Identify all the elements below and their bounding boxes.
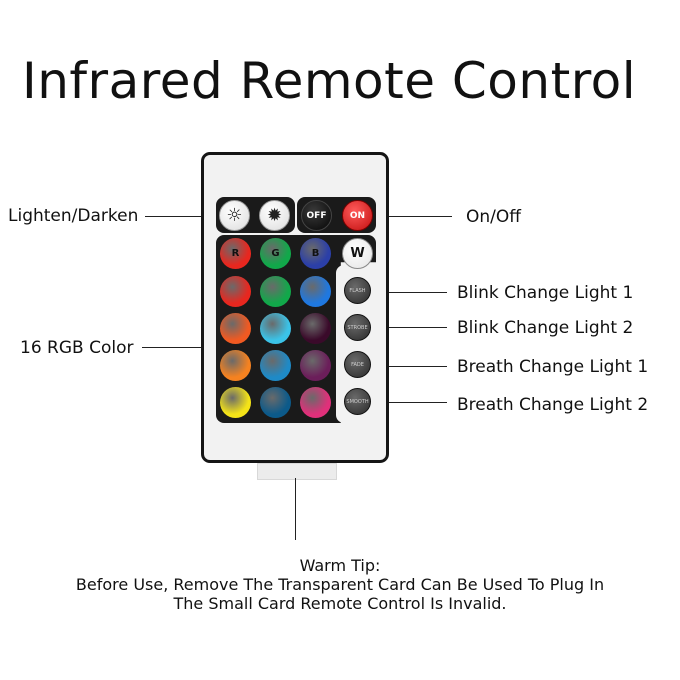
- red-button-label: R: [231, 248, 240, 259]
- color-button-3-1[interactable]: [220, 350, 251, 381]
- label-breath-2: Breath Change Light 2: [457, 395, 649, 415]
- transparent-card: [257, 463, 337, 480]
- brightness-down-icon: ✹: [266, 204, 283, 226]
- leader-rgb-color: [142, 347, 212, 348]
- warm-tip-line-1: Before Use, Remove The Transparent Card …: [75, 575, 605, 594]
- color-button-1-3[interactable]: [300, 276, 331, 307]
- leader-breath-1: [380, 366, 447, 367]
- color-button-2-2[interactable]: [260, 313, 291, 344]
- color-button-1-2[interactable]: [260, 276, 291, 307]
- leader-on-off: [380, 216, 452, 217]
- brightness-up-icon: ☼: [226, 204, 243, 226]
- color-button-4-3[interactable]: [300, 387, 331, 418]
- flash-button[interactable]: FLASH: [344, 277, 371, 304]
- label-rgb-color: 16 RGB Color: [20, 338, 134, 358]
- color-button-2-1[interactable]: [220, 313, 251, 344]
- label-blink-1: Blink Change Light 1: [457, 283, 634, 303]
- leader-warm-tip: [295, 478, 296, 540]
- color-button-4-2[interactable]: [260, 387, 291, 418]
- smooth-button[interactable]: SMOOTH: [344, 388, 371, 415]
- green-button-label: G: [271, 248, 280, 259]
- label-lighten-darken: Lighten/Darken: [8, 206, 139, 226]
- blue-button[interactable]: B: [300, 238, 331, 269]
- on-button[interactable]: ON: [342, 200, 373, 231]
- blue-button-label: B: [311, 248, 320, 259]
- leader-breath-2: [380, 402, 447, 403]
- leader-blink-2: [380, 327, 447, 328]
- color-button-2-3[interactable]: [300, 313, 331, 344]
- warm-tip-heading: Warm Tip:: [299, 556, 381, 575]
- color-button-4-1[interactable]: [220, 387, 251, 418]
- page-title: Infrared Remote Control: [22, 52, 637, 110]
- brightness-up-button[interactable]: ☼: [219, 200, 250, 231]
- green-button[interactable]: G: [260, 238, 291, 269]
- label-breath-1: Breath Change Light 1: [457, 357, 649, 377]
- leader-lighten-darken: [145, 216, 211, 217]
- warm-tip-line-2: The Small Card Remote Control Is Invalid…: [173, 594, 507, 613]
- label-blink-2: Blink Change Light 2: [457, 318, 634, 338]
- color-button-3-3[interactable]: [300, 350, 331, 381]
- color-button-1-1[interactable]: [220, 276, 251, 307]
- fade-button[interactable]: FADE: [344, 351, 371, 378]
- strobe-button[interactable]: STROBE: [344, 314, 371, 341]
- brightness-down-button[interactable]: ✹: [259, 200, 290, 231]
- label-on-off: On/Off: [466, 207, 521, 227]
- white-button[interactable]: W: [342, 238, 373, 269]
- red-button[interactable]: R: [220, 238, 251, 269]
- leader-blink-1: [380, 292, 447, 293]
- color-button-3-2[interactable]: [260, 350, 291, 381]
- off-button[interactable]: OFF: [301, 200, 332, 231]
